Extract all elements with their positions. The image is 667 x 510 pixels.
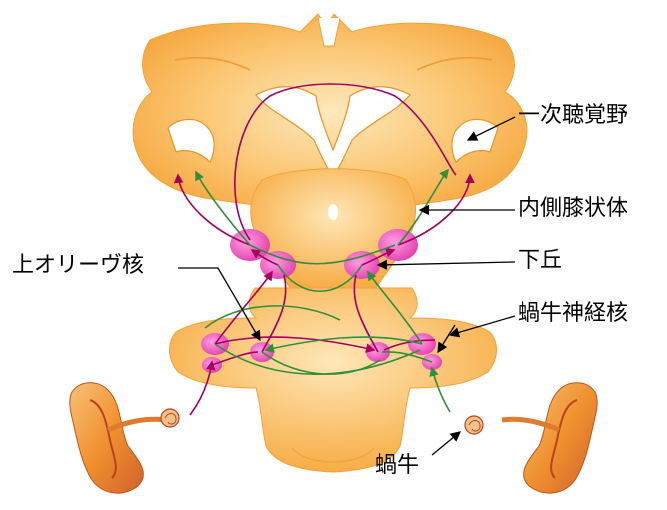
label-medial-geniculate-body: 内側膝状体 <box>518 198 628 220</box>
label-cochlea: 蝸牛 <box>375 455 419 477</box>
label-inferior-colliculus: 下丘 <box>518 250 562 272</box>
ear-right <box>465 383 597 493</box>
brainstem-lower <box>169 288 496 472</box>
label-cochlear-nucleus: 蝸牛神経核 <box>518 303 628 325</box>
label-primary-auditory-cortex: 一次聴覚野 <box>518 105 628 127</box>
ear-left <box>70 383 179 493</box>
label-superior-olive: 上オリーヴ核 <box>12 255 144 277</box>
